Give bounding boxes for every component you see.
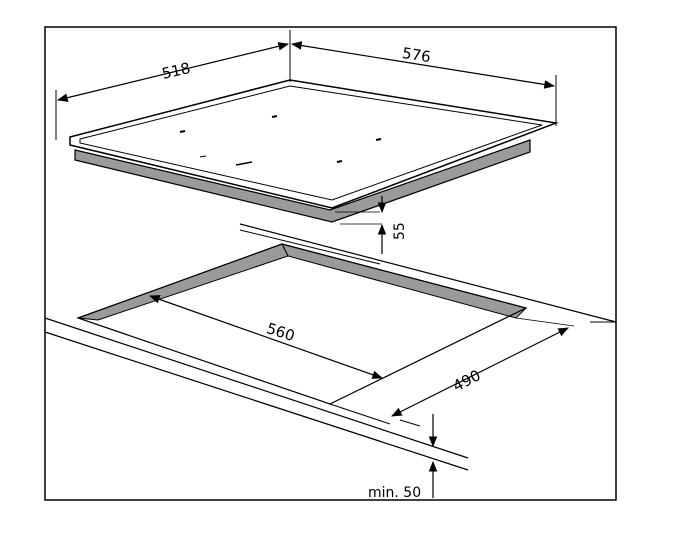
dimension-hob-depth: 576 [290, 41, 556, 89]
dimension-cutout-depth: 490 [391, 327, 569, 417]
label-cutout-width: 560 [264, 319, 297, 345]
worktop [44, 223, 617, 471]
diagram-frame [44, 26, 617, 501]
hob-unit [69, 79, 559, 223]
cutout-back-wall [281, 243, 527, 319]
cutout-left-wall [77, 243, 289, 321]
label-cutout-depth: 490 [450, 366, 484, 395]
dimension-hob-height: 55 [335, 196, 408, 254]
label-hob-width: 518 [160, 59, 192, 83]
dimension-hob-width: 518 [56, 42, 290, 102]
dimension-min-clearance: min. 50 [368, 414, 438, 501]
hob-front-edge [74, 139, 531, 223]
hob-glass-top [69, 79, 559, 209]
dimension-cutout-width: 560 [148, 295, 384, 379]
label-min-clearance: min. 50 [368, 485, 421, 501]
cutout-opening [76, 243, 575, 425]
label-hob-depth: 576 [401, 44, 432, 66]
hob-control-marks [179, 115, 382, 166]
hob-extension-lines [55, 30, 557, 140]
label-hob-height: 55 [392, 222, 408, 240]
